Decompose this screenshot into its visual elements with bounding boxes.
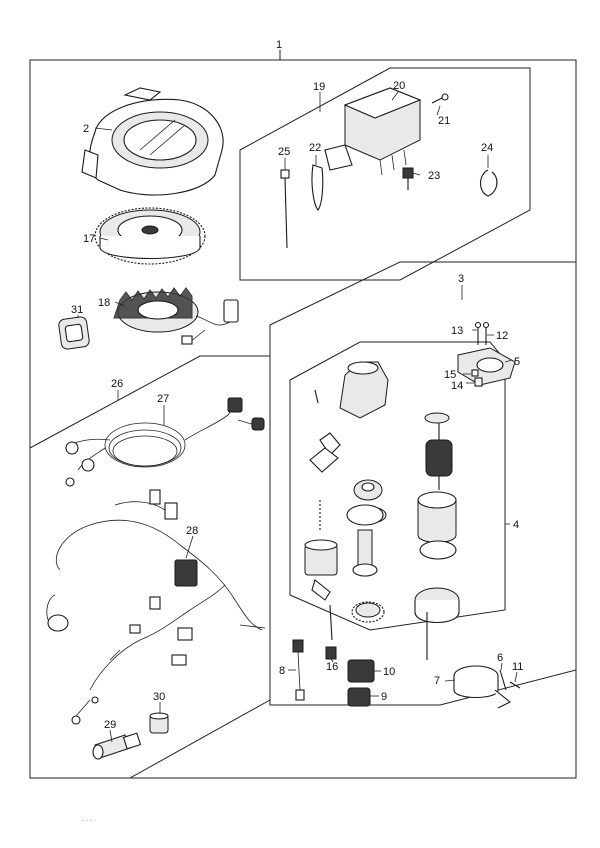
flywheel-cover-part xyxy=(81,87,224,196)
clip-part xyxy=(479,169,498,197)
cable-tie-part xyxy=(280,169,290,249)
assembly-frame-3 xyxy=(269,261,577,706)
connector-29-part xyxy=(92,732,142,760)
callout-11: 11 xyxy=(512,661,523,673)
callout-16: 16 xyxy=(326,661,338,673)
washer-15-part xyxy=(471,369,479,377)
callout-30: 30 xyxy=(153,691,165,703)
callout-4: 4 xyxy=(513,519,519,531)
assembly-frame-4 xyxy=(289,341,506,631)
terminal-16-part xyxy=(325,646,337,660)
callout-8: 8 xyxy=(279,665,285,677)
screw-11-part xyxy=(509,681,521,689)
callout-20: 20 xyxy=(393,80,405,92)
relay-10-part xyxy=(347,659,375,683)
callout-22: 22 xyxy=(309,142,321,154)
assembly-frame-19 xyxy=(239,67,531,281)
bolt-6-part xyxy=(499,669,507,691)
clamp-band-part xyxy=(453,665,512,709)
callout-29: 29 xyxy=(104,719,116,731)
strap-part xyxy=(311,164,324,211)
bolt-23-part xyxy=(402,167,414,190)
screw-21-part xyxy=(431,93,449,104)
bracket-5-part xyxy=(457,347,516,386)
callout-21: 21 xyxy=(438,115,450,127)
callout-24: 24 xyxy=(481,142,493,154)
wire-harness-27-part xyxy=(65,397,265,487)
assembly-frame-26 xyxy=(29,355,271,779)
callout-6: 6 xyxy=(497,652,503,664)
callout-31: 31 xyxy=(71,304,83,316)
regulator-part xyxy=(324,87,422,176)
callout-5: 5 xyxy=(514,356,520,368)
callout-26: 26 xyxy=(111,378,123,390)
callout-15: 15 xyxy=(444,369,456,381)
callout-13: 13 xyxy=(451,325,463,337)
callout-18: 18 xyxy=(98,297,110,309)
wire-harness-28-part xyxy=(46,489,266,725)
callout-28: 28 xyxy=(186,525,198,537)
callout-2: 2 xyxy=(83,123,89,135)
lead-wire-8-part xyxy=(292,639,305,701)
callout-labels: 1 2 17 18 31 19 20 21 22 23 24 25 3 13 1… xyxy=(71,39,523,731)
callout-10: 10 xyxy=(383,666,395,678)
callout-19: 19 xyxy=(313,81,325,93)
grommet-part xyxy=(58,316,90,350)
flywheel-part xyxy=(94,207,206,265)
stator-part xyxy=(113,287,239,345)
relay-9-part xyxy=(347,687,371,707)
callout-14: 14 xyxy=(451,380,463,392)
callout-23: 23 xyxy=(428,170,440,182)
washer-14-part xyxy=(474,377,483,387)
callout-1: 1 xyxy=(276,39,282,51)
callout-9: 9 xyxy=(381,691,387,703)
callout-3: 3 xyxy=(458,273,464,285)
starter-motor-part xyxy=(304,361,460,660)
bolts-12-13-part xyxy=(474,321,490,345)
callout-12: 12 xyxy=(496,330,508,342)
sleeve-part xyxy=(149,712,169,734)
leader-lines xyxy=(77,91,518,743)
callout-25: 25 xyxy=(278,146,290,158)
callout-7: 7 xyxy=(434,675,440,687)
callout-27: 27 xyxy=(157,393,169,405)
callout-17: 17 xyxy=(83,233,95,245)
footer-code: ··· xyxy=(82,816,93,825)
